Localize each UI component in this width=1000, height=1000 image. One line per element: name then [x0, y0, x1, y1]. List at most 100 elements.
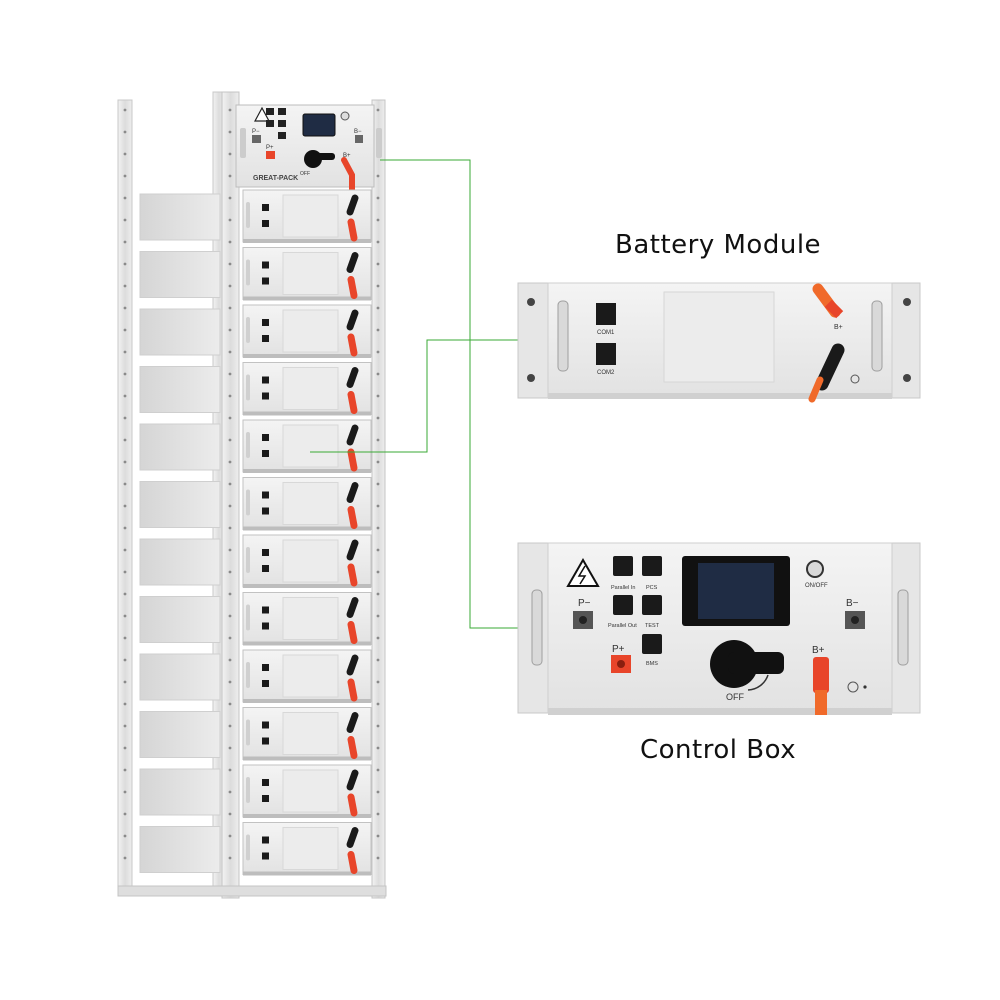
- power-button-label: ON/OFF: [805, 583, 828, 589]
- rack-breaker-handle: [311, 153, 335, 160]
- rack-hole: [123, 218, 127, 222]
- ground-icon: [850, 374, 860, 384]
- rack-hole: [228, 240, 232, 244]
- rack-display: [302, 113, 336, 137]
- rack-module-shadow: [243, 469, 371, 473]
- rack-hole: [123, 284, 127, 288]
- rack-hole: [228, 394, 232, 398]
- rack-hole: [228, 702, 232, 706]
- rack-module-b-minus-connector: [346, 482, 359, 503]
- rack-hole: [376, 350, 380, 354]
- rack-hole: [123, 680, 127, 684]
- rack-hole: [376, 702, 380, 706]
- rack-hole: [376, 108, 380, 112]
- rack-hole: [123, 834, 127, 838]
- test-label: TEST: [645, 623, 660, 629]
- rack-hole: [123, 592, 127, 596]
- rack-p-minus-terminal: [252, 135, 261, 143]
- rack-hole: [376, 768, 380, 772]
- rack-module-label-area: [282, 194, 339, 238]
- rack-hole: [123, 482, 127, 486]
- rack-module-b-plus-connector: [347, 621, 358, 644]
- rack-module-com1-port: [262, 376, 269, 384]
- rack-module-b-plus-connector: [347, 851, 358, 874]
- module-detail-b-minus-connector: [815, 343, 845, 391]
- rack-hole: [228, 130, 232, 134]
- rack-base: [117, 885, 387, 897]
- rack-hole: [228, 812, 232, 816]
- rack-module-com2-port: [262, 507, 269, 515]
- rack-module-handle: [246, 834, 250, 861]
- rack-module-com2-port: [262, 335, 269, 342]
- rack-module-label-area: [282, 712, 339, 755]
- rack-hole: [228, 108, 232, 112]
- ground-icon: [847, 681, 859, 693]
- rack-module-b-plus-connector: [347, 793, 358, 817]
- module-detail-b-minus-cable: [808, 376, 824, 403]
- rack-hole: [123, 306, 127, 310]
- rack-warning-icon: [253, 106, 271, 122]
- rack-module-shadow: [243, 584, 371, 588]
- rack-control-box: P− P+ B− B+ OFF GREAT-PACK: [235, 104, 382, 208]
- rack-module-handle: [246, 489, 250, 516]
- rack-hole: [228, 834, 232, 838]
- rack-hole: [228, 768, 232, 772]
- rack-hole: [228, 460, 232, 464]
- rack-hole: [376, 856, 380, 860]
- rack-hole: [228, 416, 232, 420]
- main-breaker-handle: [728, 652, 784, 674]
- rack-module-b-minus-connector: [346, 712, 359, 733]
- rack-hole: [376, 614, 380, 618]
- rack-module-b-minus-connector: [346, 194, 359, 216]
- rack-hole: [123, 196, 127, 200]
- rack-hole: [228, 262, 232, 266]
- rack-side-panels: [139, 193, 221, 873]
- rack-module-handle: [246, 777, 250, 803]
- rack-hole: [123, 746, 127, 750]
- rack-hole: [228, 680, 232, 684]
- rack-hole: [228, 570, 232, 574]
- rack-hole: [123, 174, 127, 178]
- rack-hole: [376, 174, 380, 178]
- rack-side-panel: [139, 826, 221, 873]
- rack-module-com1-port: [262, 606, 269, 614]
- rack-side-panel: [139, 711, 221, 758]
- rack-hole: [376, 746, 380, 750]
- module-detail-b-plus-label: B+: [834, 324, 843, 331]
- rack-hole: [376, 196, 380, 200]
- rack-hole: [228, 790, 232, 794]
- rack-hole: [376, 504, 380, 508]
- rack-module-label-area: [282, 482, 339, 525]
- rack-hole: [123, 658, 127, 662]
- rack-hole: [228, 350, 232, 354]
- lightning-bolt-icon: [577, 565, 587, 585]
- rack-hole: [123, 262, 127, 266]
- rack-module-com1-port: [262, 261, 269, 269]
- rack-hole: [376, 548, 380, 552]
- rack-hole: [376, 372, 380, 376]
- rack-hole: [123, 526, 127, 530]
- rack-hole: [376, 306, 380, 310]
- rack-hole: [123, 328, 127, 332]
- rotate-arrow-icon: [747, 674, 769, 691]
- rack-module-b-minus-connector: [346, 252, 359, 273]
- rack-hole: [376, 394, 380, 398]
- rack-port-1: [266, 108, 274, 115]
- module-detail-screw-bl: [527, 374, 535, 382]
- rack-hole: [376, 680, 380, 684]
- rack-module-shadow: [243, 871, 371, 876]
- rack-module-com1-port: [262, 319, 269, 326]
- rack-hole: [228, 614, 232, 618]
- control-detail-handle-left: [531, 589, 543, 666]
- rack-hole: [228, 372, 232, 376]
- rack-module-label-area: [282, 827, 339, 870]
- rack-brand-label: GREAT-PACK: [253, 175, 298, 182]
- rack-module-com2-port: [262, 565, 269, 572]
- control-box-title: Control Box: [640, 735, 797, 765]
- b-plus-connector: [813, 657, 829, 693]
- battery-module-title: Battery Module: [615, 230, 822, 260]
- b-minus-label: B−: [846, 598, 859, 609]
- rack-hole: [376, 482, 380, 486]
- module-detail-com1-port: [596, 303, 616, 325]
